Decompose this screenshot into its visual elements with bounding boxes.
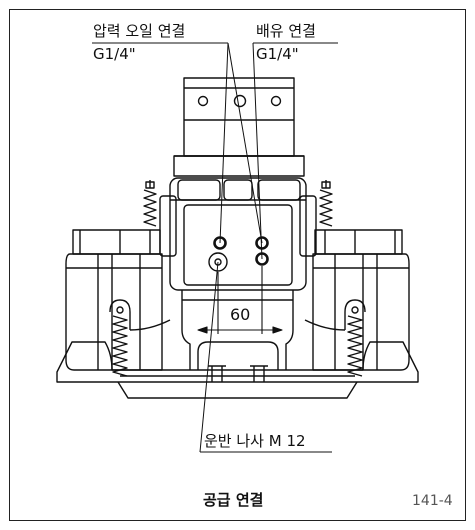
right-hook	[304, 299, 366, 331]
leader-lines	[92, 42, 338, 453]
top-left-spring	[143, 180, 157, 227]
figure-frame	[9, 9, 466, 521]
dimension-value: 60	[230, 305, 251, 324]
bottom-right-spring	[347, 315, 363, 377]
caption-title: 공급 연결	[203, 491, 264, 509]
top-right-spring	[319, 180, 333, 227]
drain-spec: G1/4"	[256, 45, 299, 63]
pressure-oil-label: 압력 오일 연결	[93, 22, 186, 40]
base-plate	[56, 341, 419, 399]
figure-number: 141-4	[412, 493, 453, 509]
bottom-left-spring	[112, 315, 128, 377]
right-flange	[314, 229, 403, 255]
right-body	[312, 253, 410, 371]
center-housing	[159, 177, 317, 291]
drain-label: 배유 연결	[256, 22, 316, 40]
pressure-oil-spec: G1/4"	[93, 45, 136, 63]
lower-block	[181, 290, 294, 370]
transport-thread-label: 운반 나사 M 12	[204, 432, 306, 450]
top-cylinder	[173, 77, 305, 177]
left-hook	[109, 299, 171, 331]
left-flange	[72, 229, 161, 255]
left-body	[65, 253, 163, 371]
